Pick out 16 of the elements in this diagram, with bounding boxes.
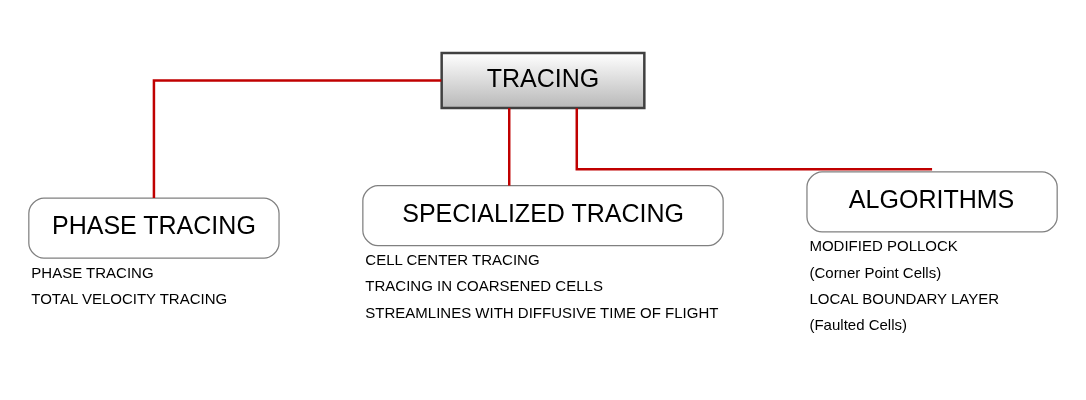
node-label: (Faulted Cells) [809,316,907,334]
node-label: STREAMLINES WITH DIFFUSIVE TIME OF FLIGHT [365,303,719,321]
node-box: ALGORITHMS [806,171,1058,233]
node-label: CELL CENTER TRACING [365,251,540,269]
node-box: SPECIALIZED TRACING [362,185,724,247]
connector [575,108,933,171]
node-label: LOCAL BOUNDARY LAYER [809,289,999,307]
connector [152,79,442,199]
node-label: TRACING IN COARSENED CELLS [365,277,603,295]
node-box: TRACING [440,51,646,110]
connector [507,108,511,186]
node-box: PHASE TRACING [28,197,280,259]
node-label: TOTAL VELOCITY TRACING [31,289,228,307]
node-label: MODIFIED POLLOCK [809,237,958,255]
node-label: (Corner Point Cells) [809,263,942,281]
node-label: PHASE TRACING [31,263,154,281]
